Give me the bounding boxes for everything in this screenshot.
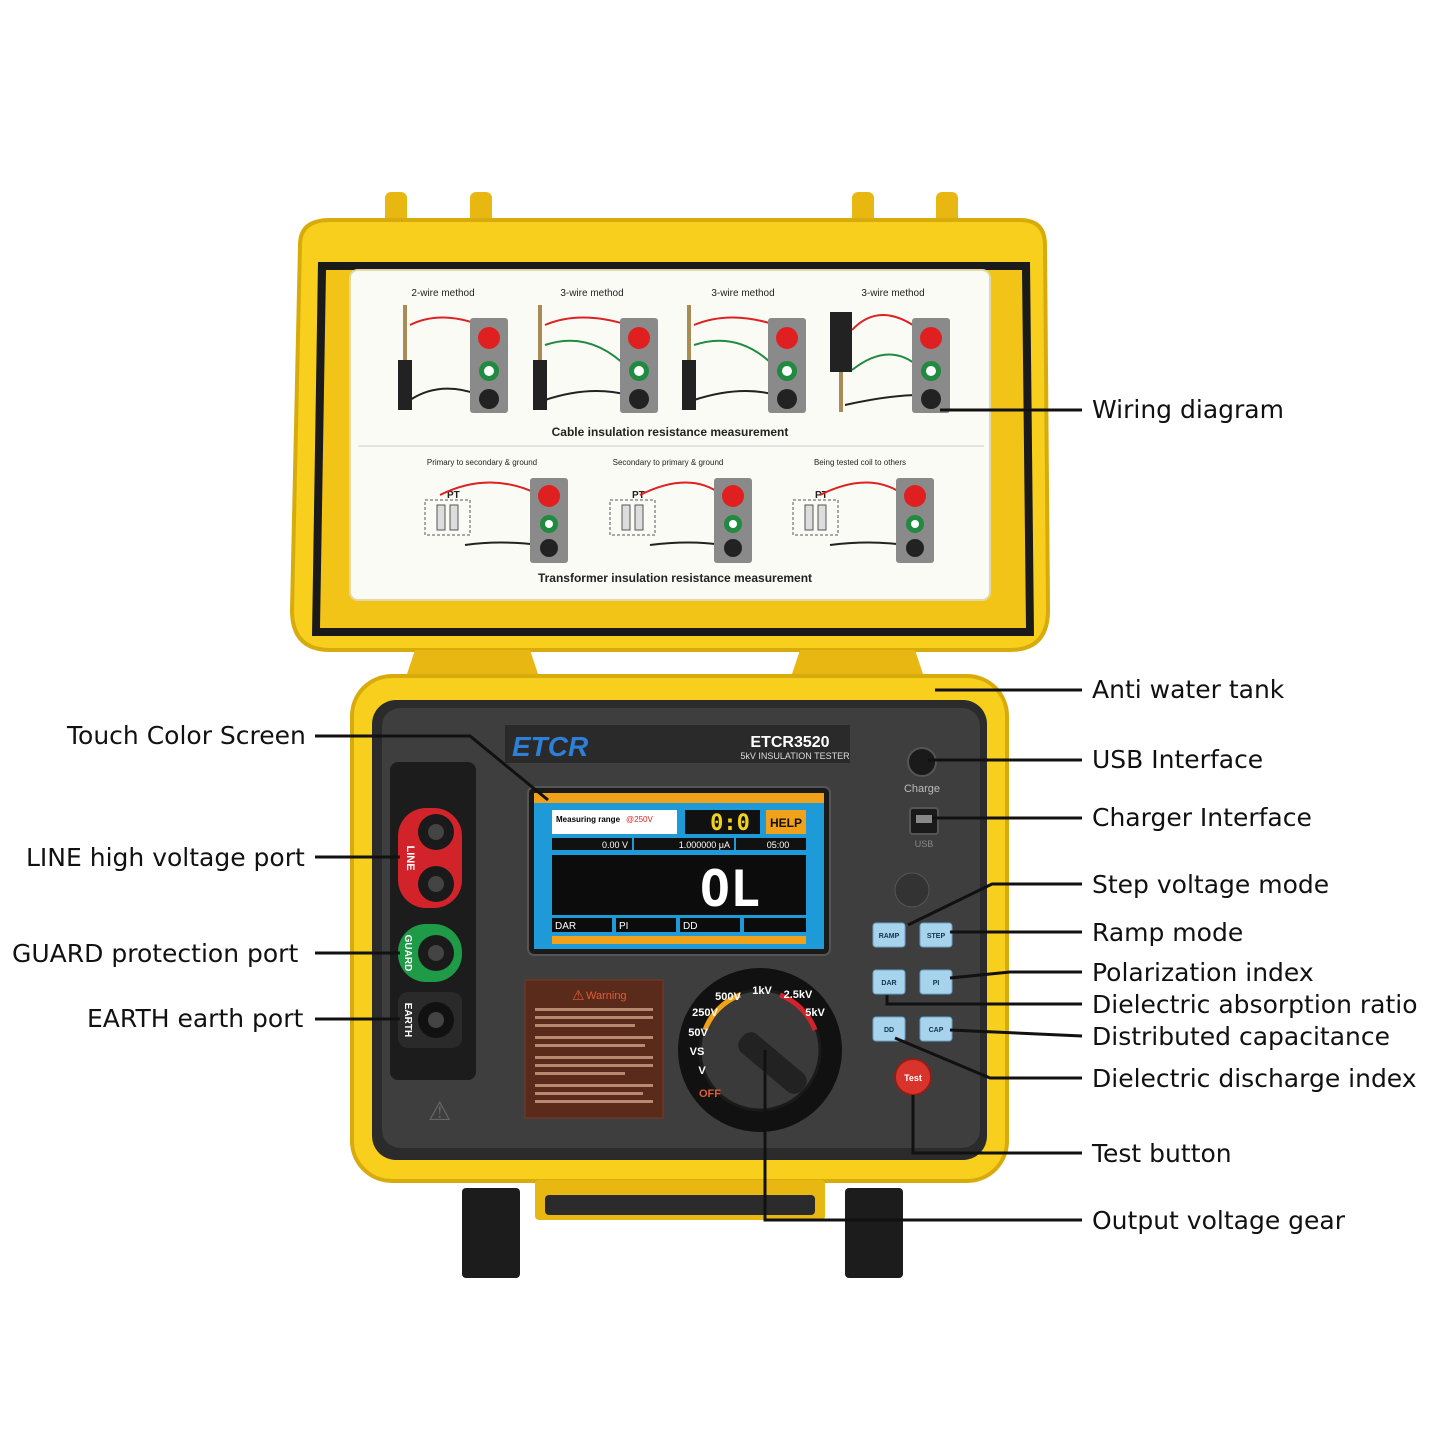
- wiring-method-label: 3-wire method: [861, 288, 924, 299]
- screen-range-title: Measuring range: [556, 815, 621, 824]
- screen-tab-pi[interactable]: PI: [619, 921, 628, 932]
- pi-button-label: PI: [933, 980, 940, 987]
- touch-color-screen[interactable]: Measuring range @250V 0:0 HELP 0.00 V 1.…: [527, 786, 831, 956]
- model-subtitle: 5kV INSULATION TESTER: [740, 751, 850, 761]
- speaker-grille: [894, 872, 930, 908]
- dial-position: OFF: [699, 1088, 721, 1100]
- charger-interface[interactable]: USB: [909, 807, 939, 849]
- usb-interface[interactable]: Charge: [904, 747, 940, 795]
- transformer-section-title: Transformer insulation resistance measur…: [538, 571, 812, 585]
- callout-output-voltage-gear: Output voltage gear: [1092, 1206, 1345, 1235]
- dial-position: 2.5kV: [784, 989, 813, 1001]
- transformer-method-label: Being tested coil to others: [814, 458, 906, 467]
- cable-section-title: Cable insulation resistance measurement: [552, 425, 789, 439]
- earth-port-label: EARTH: [402, 1003, 413, 1037]
- cable-diagram: [533, 305, 658, 413]
- screen-current: 1.000000 μA: [679, 840, 730, 850]
- line-port-label: LINE: [404, 845, 416, 870]
- guard-port-label: GUARD: [402, 935, 413, 972]
- warning-label: ⚠ Warning: [524, 979, 664, 1119]
- brand-logo: ETCR: [512, 731, 589, 762]
- callout-dielectric-absorption-ratio: Dielectric absorption ratio: [1092, 990, 1418, 1019]
- transformer-diagram: PT: [424, 478, 568, 563]
- pi-button[interactable]: PI: [919, 969, 953, 995]
- callout-touch-color-screen: Touch Color Screen: [67, 721, 306, 750]
- transformer-diagram: PT: [792, 478, 934, 563]
- transformer-method-label: Primary to secondary & ground: [427, 458, 537, 467]
- callout-dielectric-discharge-index: Dielectric discharge index: [1092, 1064, 1417, 1093]
- test-button[interactable]: Test: [894, 1058, 932, 1096]
- callout-test-button: Test button: [1092, 1139, 1232, 1168]
- pt-label: PT: [815, 490, 828, 501]
- test-button-label: Test: [904, 1073, 922, 1083]
- dial-position: 5kV: [805, 1007, 825, 1019]
- line-port[interactable]: LINE: [398, 808, 462, 908]
- callout-anti-water-tank: Anti water tank: [1092, 675, 1285, 704]
- hazard-icon: ⚠: [428, 1096, 451, 1126]
- dial-position: 250V: [692, 1007, 718, 1019]
- cable-diagram: [830, 312, 950, 413]
- dial-position: 500V: [715, 991, 741, 1003]
- callout-line-port: LINE high voltage port: [26, 843, 305, 872]
- transformer-diagram: PT: [609, 478, 752, 563]
- screen-help-button[interactable]: HELP: [770, 816, 802, 830]
- earth-port[interactable]: EARTH: [398, 992, 462, 1048]
- transformer-method-label: Secondary to primary & ground: [613, 458, 724, 467]
- dd-button-label: DD: [884, 1027, 894, 1034]
- guard-port[interactable]: GUARD: [398, 924, 462, 982]
- dar-button-label: DAR: [881, 980, 896, 987]
- callout-usb-interface: USB Interface: [1092, 745, 1264, 774]
- wiring-diagram-card: 2-wire method 3-wire method 3-wire metho…: [358, 288, 984, 585]
- usb-port-label: Charge: [904, 783, 940, 795]
- dial-position: VS: [690, 1046, 705, 1058]
- callout-step-voltage-mode: Step voltage mode: [1092, 870, 1330, 899]
- cable-diagram: [682, 305, 806, 413]
- callout-lines: [315, 408, 1083, 1222]
- model-name: ETCR3520: [750, 734, 829, 751]
- screen-main-reading: OL: [700, 860, 760, 918]
- wiring-method-label: 2-wire method: [411, 288, 474, 299]
- warning-title: Warning: [586, 990, 627, 1002]
- dial-position: V: [698, 1065, 706, 1077]
- screen-tab-dd[interactable]: DD: [683, 921, 697, 932]
- ramp-button-label: RAMP: [879, 933, 900, 940]
- pt-label: PT: [632, 490, 645, 501]
- dial-position: 1kV: [752, 985, 772, 997]
- screen-range-value: @250V: [626, 815, 653, 824]
- cap-button[interactable]: CAP: [919, 1016, 953, 1042]
- step-button[interactable]: STEP: [919, 922, 953, 948]
- step-button-label: STEP: [927, 933, 946, 940]
- screen-timer: 0:0: [710, 811, 750, 836]
- charger-port-label: USB: [915, 839, 934, 849]
- device-header: ETCR ETCR3520 5kV INSULATION TESTER: [505, 725, 850, 763]
- dd-button[interactable]: DD: [872, 1016, 906, 1042]
- screen-tab-dar[interactable]: DAR: [555, 921, 576, 932]
- callout-wiring-diagram: Wiring diagram: [1092, 395, 1284, 424]
- wiring-method-label: 3-wire method: [711, 288, 774, 299]
- callout-earth-port: EARTH earth port: [87, 1004, 304, 1033]
- cable-diagram: [398, 305, 508, 413]
- output-voltage-dial[interactable]: 1kV 500V 2.5kV 250V 5kV 50V VS V OFF: [678, 968, 842, 1132]
- dial-position: 50V: [688, 1027, 708, 1039]
- wiring-method-label: 3-wire method: [560, 288, 623, 299]
- screen-voltage: 0.00 V: [602, 840, 628, 850]
- pt-label: PT: [447, 490, 460, 501]
- screen-time: 05:00: [767, 840, 790, 850]
- cap-button-label: CAP: [929, 1027, 944, 1034]
- ramp-button[interactable]: RAMP: [872, 922, 906, 948]
- callout-distributed-capacitance: Distributed capacitance: [1092, 1022, 1390, 1051]
- callout-charger-interface: Charger Interface: [1092, 803, 1312, 832]
- callout-ramp-mode: Ramp mode: [1092, 918, 1244, 947]
- warning-icon: ⚠: [572, 987, 585, 1003]
- callout-polarization-index: Polarization index: [1092, 958, 1314, 987]
- callout-guard-port: GUARD protection port: [12, 939, 299, 968]
- dar-button[interactable]: DAR: [872, 969, 906, 995]
